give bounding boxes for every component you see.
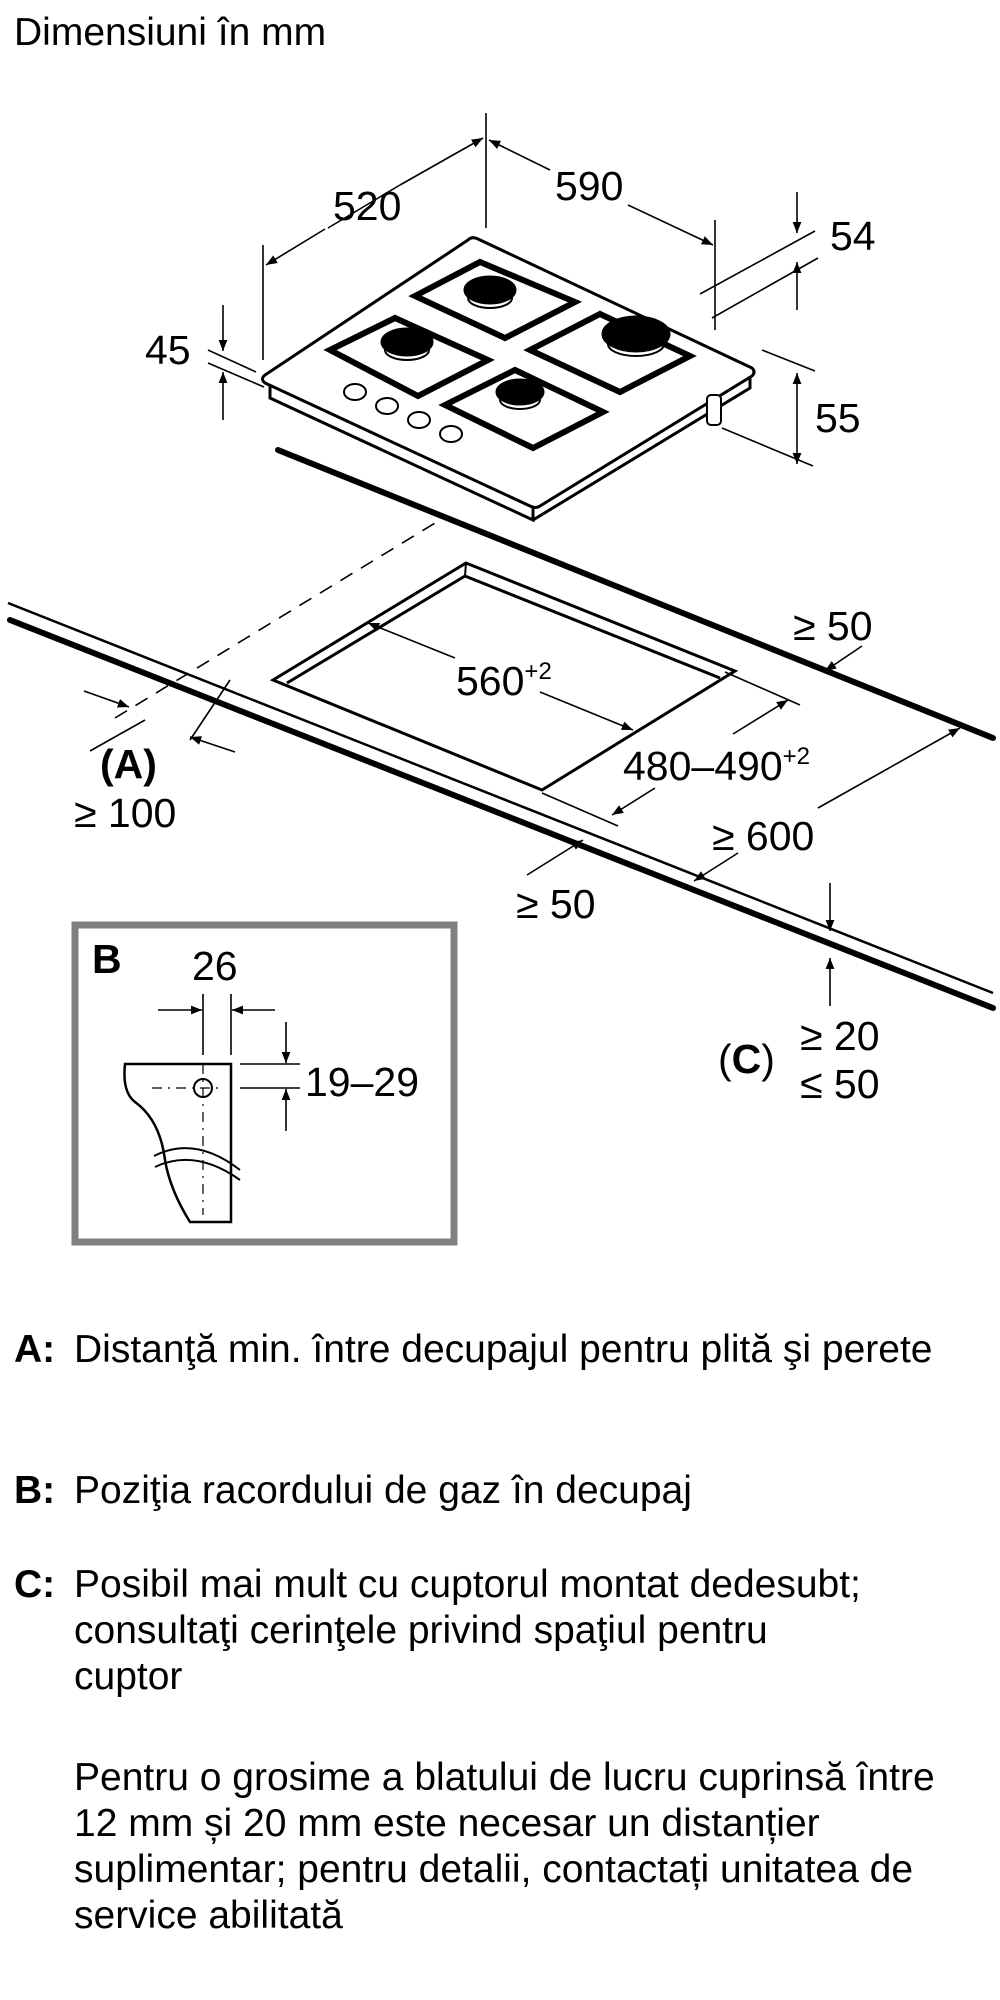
- front-clearance-label: ≥ 50: [516, 881, 596, 927]
- worktop-drawing: [7, 447, 996, 1011]
- detail-b-label: B: [92, 936, 122, 982]
- hob-width-label: 590: [555, 163, 623, 209]
- cutout-depth-label: 480–490+2: [623, 743, 810, 789]
- legend-text: Poziţia racordului de gaz în decupaj: [74, 1469, 692, 1512]
- burner-rear-left: [408, 258, 583, 342]
- cutout-width-label: 560+2: [456, 658, 552, 704]
- installation-diagram: 520 590 54 45 55 560+2 480–490+2 ≥ 50 ≥ …: [7, 113, 996, 1246]
- front-height-label: 45: [145, 327, 191, 373]
- detail-b-panel: B 26 19–29: [71, 921, 458, 1246]
- gas-connector: [706, 394, 722, 426]
- label-a: (A): [100, 741, 157, 787]
- legend-item-c: C: Posibil mai mult cu cuptorul montat d…: [14, 1562, 974, 1700]
- hob-drawing: [261, 236, 756, 523]
- legend-item-a: A: Distanţă min. între decupajul pentru …: [14, 1327, 974, 1373]
- burner-front-left: [323, 314, 495, 400]
- worktop-depth-label: ≥ 600: [712, 813, 814, 859]
- detail-b-vertical-label: 19–29: [305, 1059, 419, 1105]
- thickness-min-label: ≥ 20: [800, 1013, 880, 1059]
- legend-text: Distanţă min. între decupajul pentru pli…: [74, 1328, 933, 1371]
- legend-key: C:: [14, 1563, 56, 1606]
- spacer-note: Pentru o grosime a blatului de lucru cup…: [74, 1756, 935, 1937]
- legend-key: A:: [14, 1328, 56, 1371]
- legend-text: Posibil mai mult cu cuptorul montat dede…: [74, 1563, 861, 1698]
- rear-height-label: 54: [830, 213, 876, 259]
- cutout-dimension-lines: [83, 622, 961, 1006]
- legend-key: B:: [14, 1469, 56, 1512]
- legend-item-b: B: Poziţia racordului de gaz în decupaj: [14, 1468, 974, 1514]
- label-c: (C): [718, 1036, 775, 1082]
- burner-front-right: [438, 366, 610, 452]
- wall-distance-label: ≥ 100: [74, 790, 176, 836]
- gas-inlet-marker: [193, 1078, 213, 1098]
- rear-clearance-label: ≥ 50: [793, 603, 873, 649]
- detail-b-horizontal-label: 26: [192, 943, 238, 989]
- thickness-max-label: ≤ 50: [800, 1061, 880, 1107]
- hob-dimension-lines: [207, 113, 819, 467]
- burner-rear-right: [523, 310, 697, 396]
- page-title: Dimensiuni în mm: [14, 11, 327, 54]
- control-knobs: [343, 383, 463, 443]
- total-height-label: 55: [815, 395, 861, 441]
- hob-depth-label: 520: [333, 183, 401, 229]
